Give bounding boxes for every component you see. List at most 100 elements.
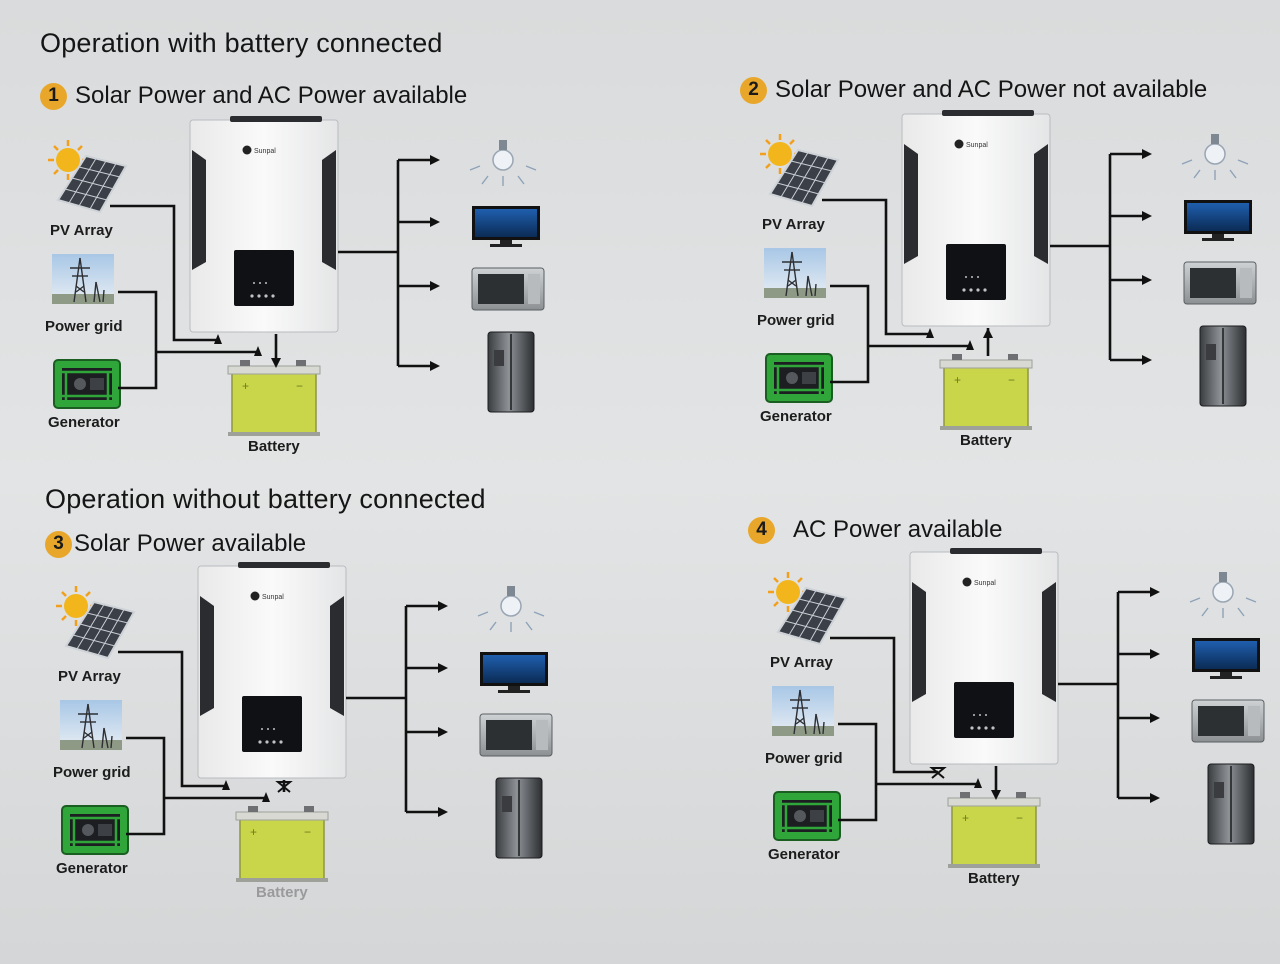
svg-text:−: − bbox=[1008, 373, 1015, 387]
battery-icon: + − bbox=[947, 792, 1041, 868]
television-icon bbox=[480, 652, 548, 693]
refrigerator-icon bbox=[1207, 763, 1255, 845]
inverter-unit: Sunpal bbox=[189, 116, 339, 333]
refrigerator-icon bbox=[1199, 325, 1247, 407]
scenario-3-number: 3 bbox=[45, 530, 72, 558]
panel-scenario-2: Sunpal + − bbox=[712, 0, 1280, 464]
power-grid-label: Power grid bbox=[45, 318, 123, 335]
brand-text: Sunpal bbox=[262, 594, 284, 601]
svg-text:+: + bbox=[242, 379, 249, 393]
sun-icon bbox=[760, 134, 800, 174]
scenario-4-number: 4 bbox=[748, 516, 775, 544]
power-grid-label: Power grid bbox=[53, 764, 131, 781]
refrigerator-icon bbox=[495, 777, 543, 859]
microwave-icon bbox=[1191, 699, 1265, 743]
microwave-icon bbox=[479, 713, 553, 757]
svg-text:−: − bbox=[1016, 811, 1023, 825]
battery-icon: + − bbox=[939, 354, 1033, 430]
sun-icon bbox=[48, 140, 88, 180]
generator-icon bbox=[765, 353, 833, 403]
wiring-diagram: Sunpal + − bbox=[56, 562, 553, 882]
generator-icon bbox=[61, 805, 129, 855]
power-grid-icon bbox=[772, 686, 834, 736]
battery-icon: + − bbox=[227, 360, 321, 436]
power-grid-label: Power grid bbox=[757, 312, 835, 329]
arrowheads bbox=[214, 155, 440, 371]
battery-label: Battery bbox=[960, 432, 1012, 449]
sun-icon bbox=[56, 586, 96, 626]
brand-logo-icon bbox=[962, 577, 972, 587]
generator-label: Generator bbox=[56, 860, 128, 877]
display-screen bbox=[234, 250, 294, 306]
battery-label: Battery bbox=[968, 870, 1020, 887]
wiring-diagram: Sunpal + − bbox=[768, 548, 1265, 868]
scenario-2-title: 2 Solar Power and AC Power not available bbox=[740, 76, 1207, 104]
panel-scenario-3: Sunpal + − bbox=[8, 446, 608, 916]
svg-text:+: + bbox=[250, 825, 257, 839]
television-icon bbox=[1192, 638, 1260, 679]
scenario-4-label: AC Power available bbox=[793, 516, 1003, 543]
svg-text:+: + bbox=[962, 811, 969, 825]
scenario-2-number: 2 bbox=[740, 76, 767, 104]
inverter-unit: Sunpal bbox=[909, 548, 1059, 765]
power-grid-icon bbox=[60, 700, 122, 750]
pv-array-label: PV Array bbox=[58, 668, 121, 685]
battery-label: Battery bbox=[248, 438, 300, 455]
wiring-diagram: Sunpal + − bbox=[760, 110, 1257, 430]
scenario-4-title: 4 AC Power available bbox=[748, 516, 1002, 544]
brand-text: Sunpal bbox=[974, 580, 996, 587]
light-bulb-icon bbox=[1181, 134, 1249, 180]
generator-label: Generator bbox=[768, 846, 840, 863]
generator-icon bbox=[773, 791, 841, 841]
panel-scenario-1: Sunpal + − bbox=[0, 0, 600, 470]
display-screen bbox=[946, 244, 1006, 300]
light-bulb-icon bbox=[469, 140, 537, 186]
panel-scenario-4: Sunpal + − bbox=[720, 432, 1280, 902]
generator-icon bbox=[53, 359, 121, 409]
pv-array-icon bbox=[768, 148, 840, 208]
pv-array-label: PV Array bbox=[50, 222, 113, 239]
arrowheads bbox=[929, 587, 1160, 803]
brand-logo-icon bbox=[242, 145, 252, 155]
scenario-2-label: Solar Power and AC Power not available bbox=[775, 76, 1208, 103]
battery-label: Battery bbox=[256, 884, 308, 901]
inverter-unit: Sunpal bbox=[197, 562, 347, 779]
scenario-1-number: 1 bbox=[40, 82, 67, 110]
heading-without-battery: Operation without battery connected bbox=[45, 484, 486, 514]
light-bulb-icon bbox=[1189, 572, 1257, 618]
display-screen bbox=[242, 696, 302, 752]
microwave-icon bbox=[471, 267, 545, 311]
scenario-3-label: Solar Power available bbox=[74, 530, 307, 557]
inverter-unit: Sunpal bbox=[901, 110, 1051, 327]
generator-label: Generator bbox=[48, 414, 120, 431]
pv-array-icon bbox=[56, 154, 128, 214]
battery-icon: + − bbox=[235, 806, 329, 882]
television-icon bbox=[472, 206, 540, 247]
wires bbox=[110, 158, 432, 390]
wiring-diagram: Sunpal + − bbox=[48, 116, 545, 436]
scenario-3-title: 3 Solar Power available bbox=[45, 530, 306, 558]
svg-text:−: − bbox=[296, 379, 303, 393]
power-grid-icon bbox=[764, 248, 826, 298]
wires bbox=[118, 604, 440, 836]
power-grid-label: Power grid bbox=[765, 750, 843, 767]
light-bulb-icon bbox=[477, 586, 545, 632]
pv-array-label: PV Array bbox=[762, 216, 825, 233]
svg-text:−: − bbox=[304, 825, 311, 839]
scenario-1-label: Solar Power and AC Power available bbox=[75, 82, 468, 109]
refrigerator-icon bbox=[487, 331, 535, 413]
svg-text:+: + bbox=[954, 373, 961, 387]
television-icon bbox=[1184, 200, 1252, 241]
scenario-1-title: 1 Solar Power and AC Power available bbox=[40, 82, 467, 110]
brand-logo-icon bbox=[954, 139, 964, 149]
arrowheads bbox=[926, 149, 1152, 365]
heading-with-battery: Operation with battery connected bbox=[40, 28, 443, 58]
generator-label: Generator bbox=[760, 408, 832, 425]
pv-array-icon bbox=[776, 586, 848, 646]
pv-array-label: PV Array bbox=[770, 654, 833, 671]
brand-logo-icon bbox=[250, 591, 260, 601]
brand-text: Sunpal bbox=[254, 148, 276, 155]
brand-text: Sunpal bbox=[966, 142, 988, 149]
pv-array-icon bbox=[64, 600, 136, 660]
wires bbox=[830, 590, 1152, 822]
